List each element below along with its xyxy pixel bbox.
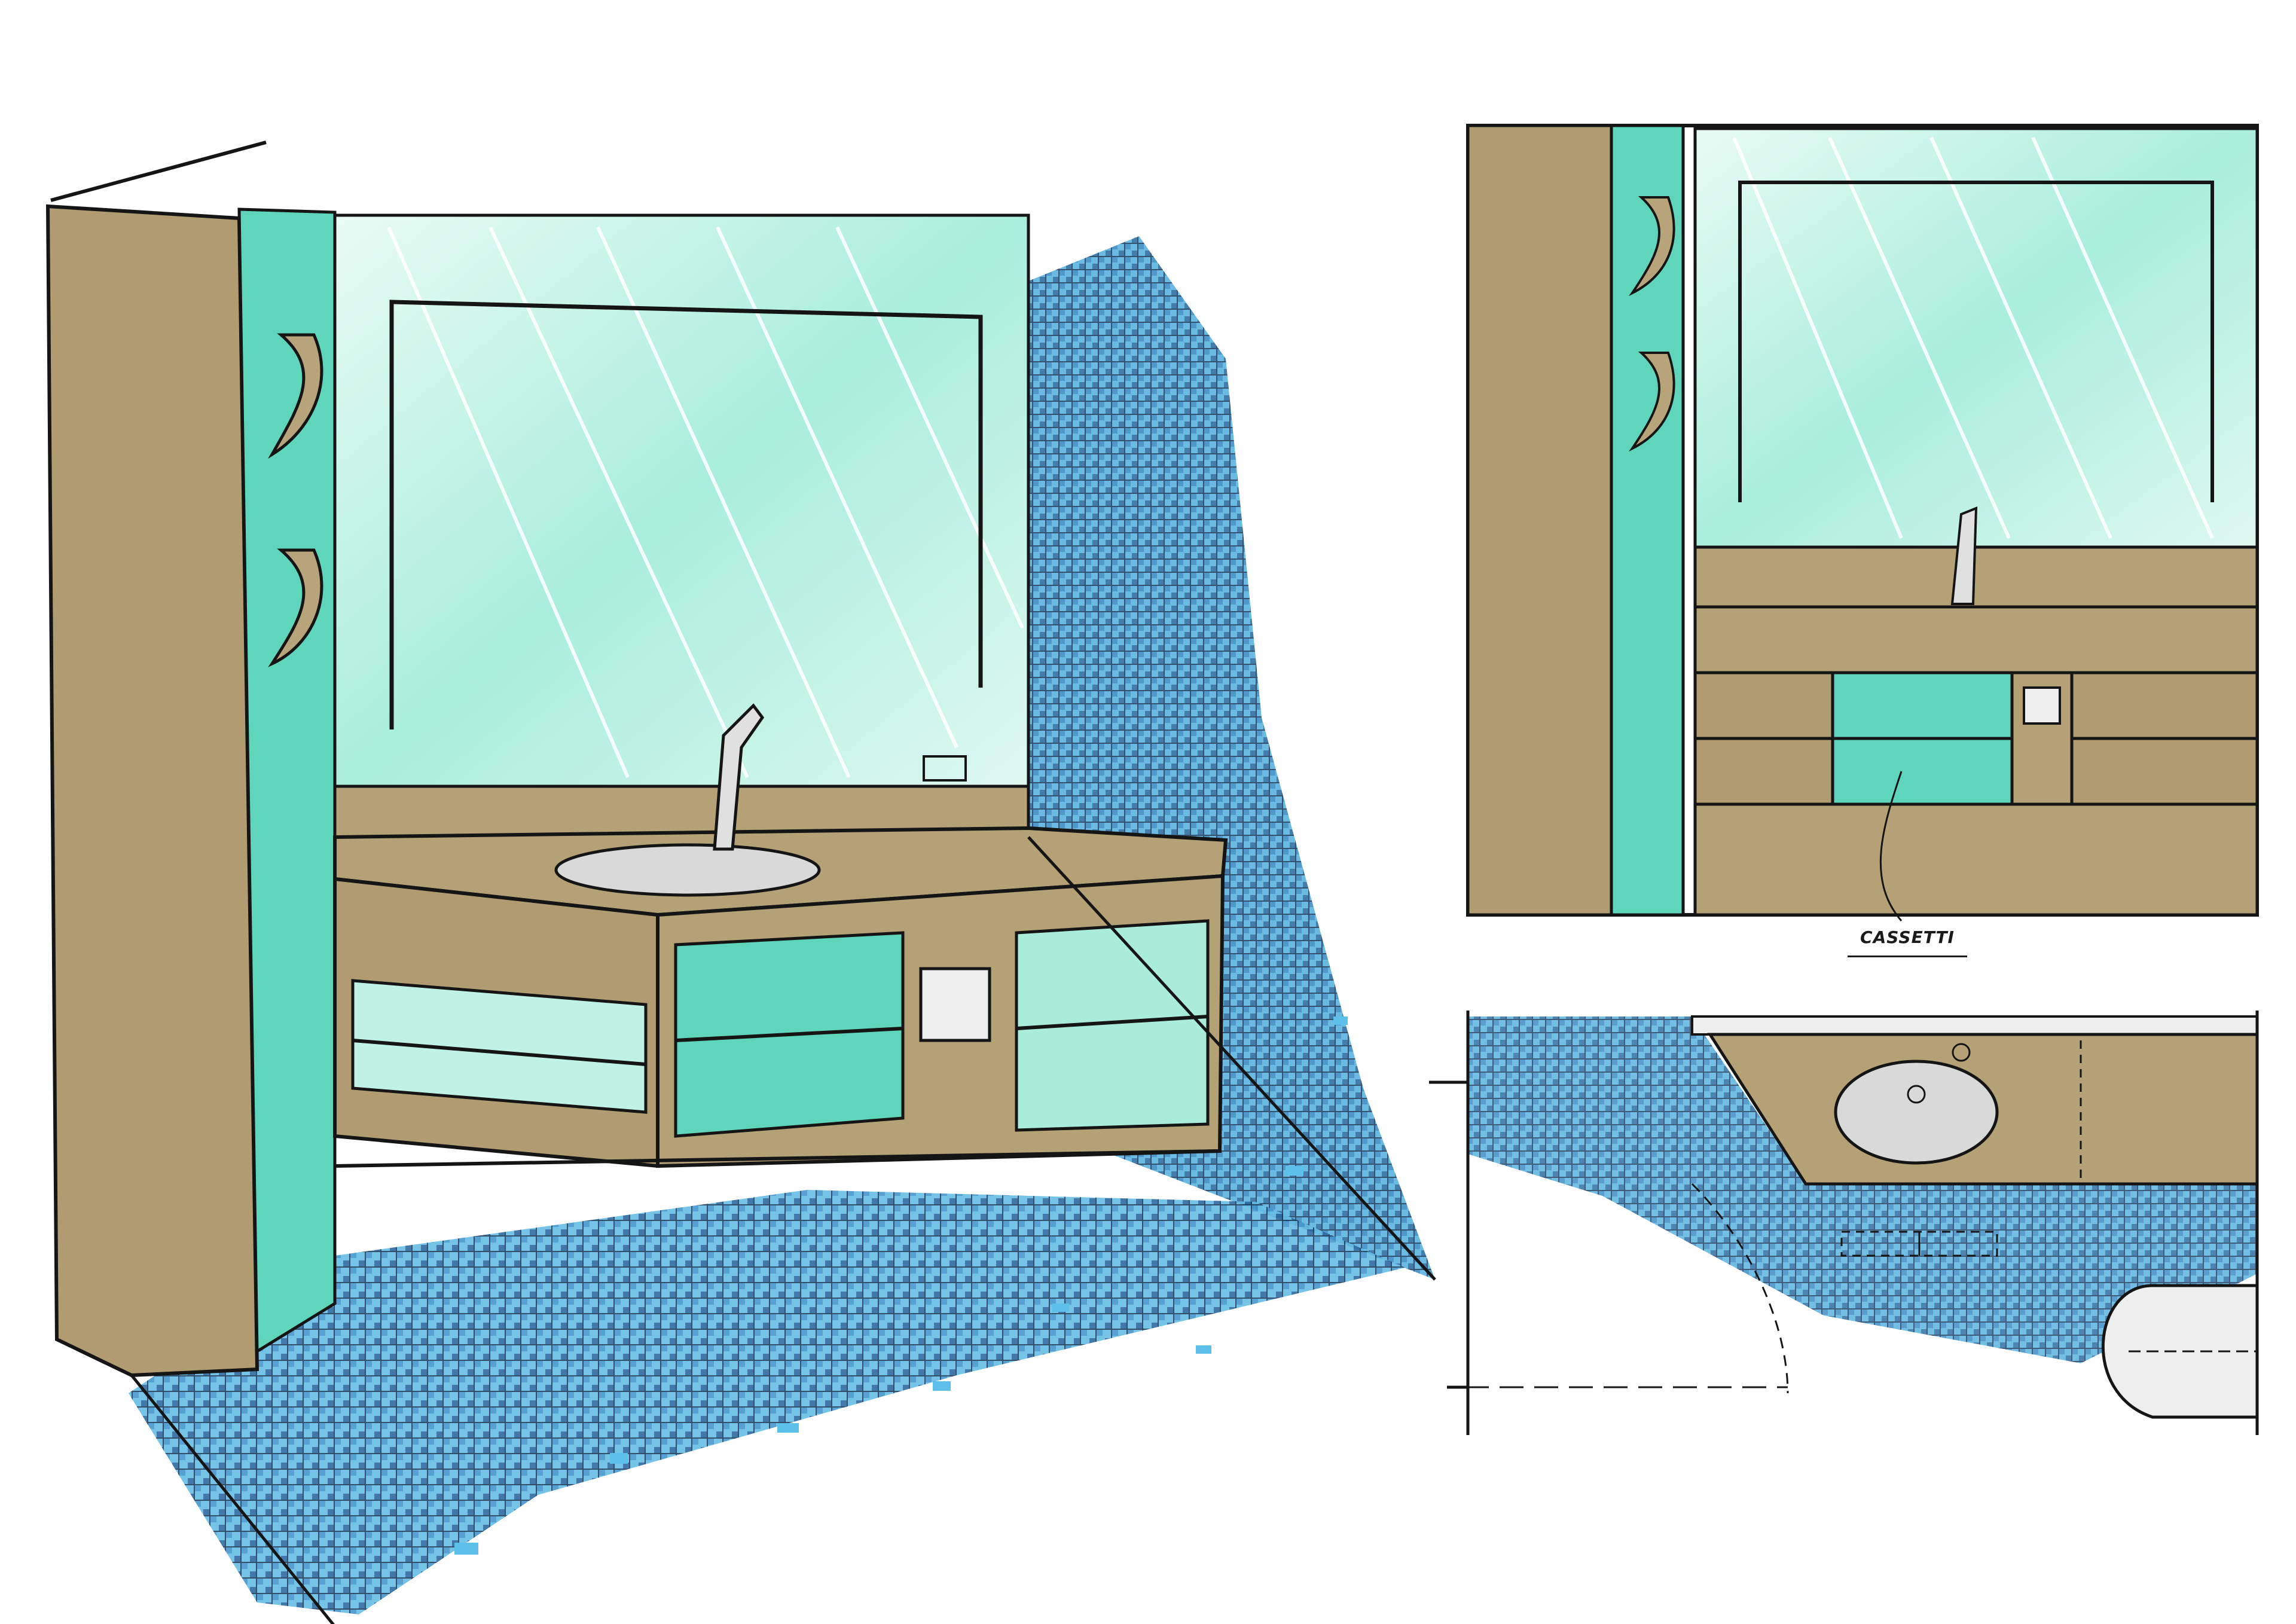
elevation-plinth: [1693, 802, 2259, 917]
elevation-countertop: [1693, 605, 2259, 674]
ceiling-line: [50, 141, 267, 202]
wall-sconce: [1629, 352, 1675, 452]
faucet: [713, 703, 765, 851]
elevation-wood-wall: [1466, 124, 1613, 917]
perspective-view: [45, 141, 1436, 1624]
open-shelf: [1015, 919, 1210, 1132]
toilet-paper-holder: [919, 967, 991, 1042]
drawers-label: CASSETTI: [1848, 920, 1967, 957]
plan-tile-area: [1468, 1016, 2257, 1363]
drawers-leader: [1879, 771, 1903, 921]
plan-basin: [1834, 1060, 1999, 1165]
elevation-aqua-strip: [1610, 124, 1685, 917]
mirror-reflections: [387, 226, 1024, 779]
wall-switch: [923, 755, 967, 782]
plan-wall-edge: [1691, 1015, 2258, 1036]
plan-door-swing: [1691, 1183, 1789, 1394]
faucet: [1950, 506, 1978, 605]
aqua-wall-strip: [237, 207, 337, 1354]
floor-tiles: [129, 1190, 1405, 1614]
elevation-mirror: [1693, 127, 2259, 549]
mirror-light-frame: [1738, 181, 2214, 502]
wall-sconce: [268, 548, 323, 667]
front-elevation: [1466, 124, 2259, 921]
wall-sconce: [1629, 196, 1675, 297]
left-wood-wall: [45, 204, 259, 1378]
wall-sconce: [268, 333, 323, 459]
basin: [554, 843, 821, 897]
plan-toilet: [2101, 1284, 2259, 1419]
floor-splashes: [454, 1016, 1348, 1555]
plan-view: [1429, 1011, 2259, 1435]
elevation-backsplash: [1693, 545, 2259, 609]
mirror-light-frame: [389, 300, 983, 729]
left-shelf: [351, 979, 648, 1114]
